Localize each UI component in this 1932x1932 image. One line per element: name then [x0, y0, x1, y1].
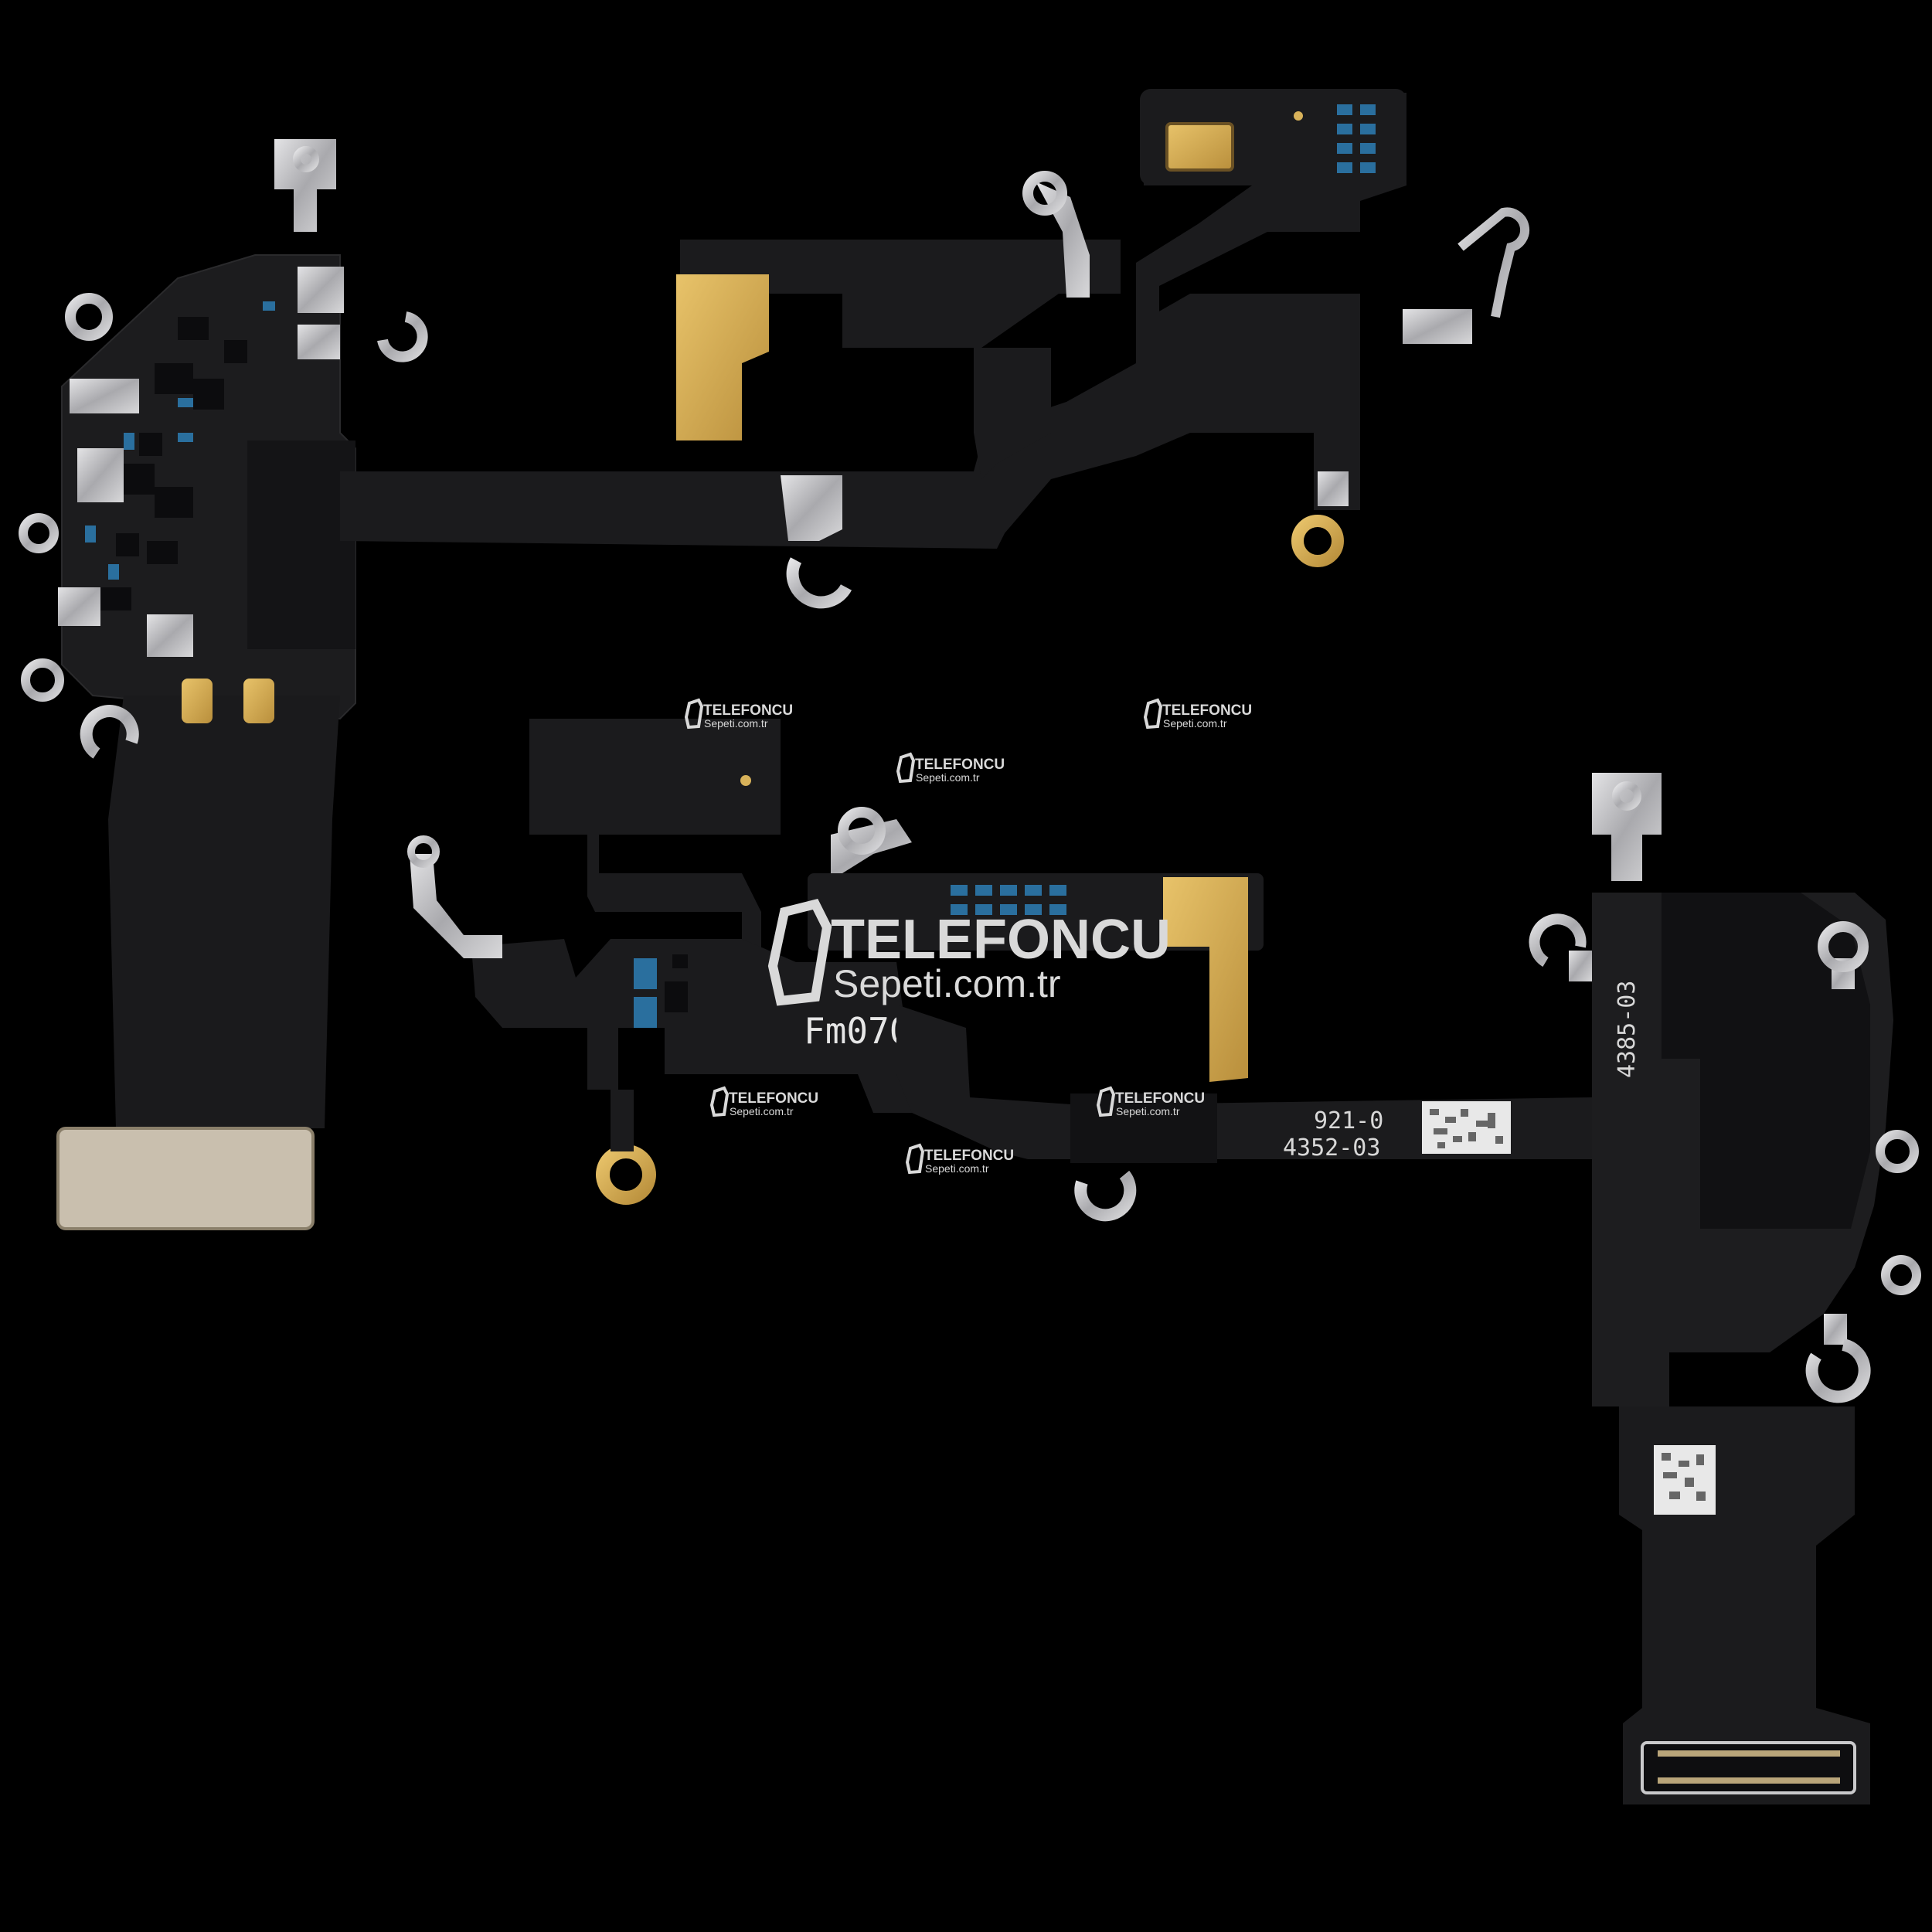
lower-left-arm [471, 939, 966, 1113]
watermark-domain-small: Sepeti.com.tr [916, 771, 980, 784]
watermark-small-icon [905, 1143, 925, 1175]
upper-blue-capacitors [85, 301, 275, 580]
watermark-small-1: TELEFONCU Sepeti.com.tr [684, 698, 793, 730]
watermark-small-icon [684, 698, 704, 730]
lower-flex-cable: Fm0707 921-0 4352-03 4385-03 [407, 719, 1921, 1804]
lower-top-tab [529, 719, 781, 958]
lower-tail-qr-pattern [1662, 1453, 1706, 1501]
watermark-small-icon [896, 752, 916, 784]
watermark-brand-small: TELEFONCU [729, 1090, 818, 1107]
lower-tape-block [1070, 1094, 1217, 1163]
upper-gold-tab [676, 274, 769, 440]
upper-mic-component [1165, 122, 1234, 172]
upper-tape [247, 440, 355, 649]
watermark-domain-small: Sepeti.com.tr [1163, 717, 1227, 730]
watermark-small-icon [1143, 698, 1163, 730]
lower-ring-neck [611, 1090, 634, 1151]
upper-cable-brackets [781, 182, 1472, 541]
upper-tail [108, 696, 340, 1128]
upper-cable-rings [786, 171, 1530, 609]
lower-right-tape [1662, 893, 1870, 1229]
lower-qr-pattern [1430, 1109, 1503, 1148]
watermark-small-5: TELEFONCU Sepeti.com.tr [1096, 1086, 1205, 1117]
watermark-small-icon [1096, 1086, 1116, 1117]
watermark-small-3: TELEFONCU Sepeti.com.tr [896, 752, 1005, 784]
lower-top-tab-dot [740, 775, 751, 786]
lower-gold-tab [1163, 877, 1248, 1082]
upper-gold-pads [182, 679, 274, 723]
upper-mid-link [974, 348, 1051, 479]
watermark-brand-small: TELEFONCU [703, 702, 793, 719]
watermark-domain-small: Sepeti.com.tr [704, 717, 768, 730]
lower-connector-pins [1658, 1750, 1840, 1784]
upper-flex-cable [19, 89, 1530, 1230]
upper-mic-blue-pads [1337, 104, 1376, 173]
lower-blue-components [634, 958, 657, 1028]
watermark-brand-small: TELEFONCU [1115, 1090, 1205, 1107]
lower-print-vertical: 4385-03 [1614, 981, 1641, 1078]
lower-board-connector [1641, 1741, 1856, 1794]
watermark-small-6: TELEFONCU Sepeti.com.tr [905, 1143, 1014, 1175]
lower-blue-pads [951, 885, 1066, 915]
watermark-domain-small: Sepeti.com.tr [1116, 1105, 1180, 1117]
upper-board-brackets [58, 139, 344, 657]
lower-small-chip [672, 954, 688, 968]
watermark-small-4: TELEFONCU Sepeti.com.tr [709, 1086, 818, 1117]
upper-top-segment [680, 240, 1121, 348]
watermark-large: TELEFONCU Sepeti.com.tr [767, 899, 1171, 1006]
watermark-domain-small: Sepeti.com.tr [730, 1105, 794, 1117]
upper-mounting-rings [19, 146, 428, 759]
upper-long-flex [340, 294, 1360, 549]
watermark-domain-small: Sepeti.com.tr [925, 1162, 989, 1175]
watermark-logo-icon [767, 899, 832, 1006]
upper-components [100, 317, 247, 611]
lower-rings [407, 781, 1921, 1403]
watermark-domain-large: Sepeti.com.tr [833, 962, 1061, 1005]
watermark-brand-small: TELEFONCU [924, 1148, 1014, 1164]
lower-chip [665, 981, 688, 1012]
lower-print-part-b: 4352-03 [1283, 1134, 1380, 1162]
watermark-brand-small: TELEFONCU [1162, 702, 1252, 719]
upper-mic-dot [1294, 111, 1303, 121]
watermark-small-2: TELEFONCU Sepeti.com.tr [1143, 698, 1252, 730]
lower-print-part-a: 921-0 [1314, 1107, 1383, 1134]
upper-tail-stiffener [56, 1127, 315, 1230]
watermark-brand-small: TELEFONCU [915, 757, 1005, 773]
watermark-small-icon [709, 1086, 730, 1117]
watermark-brand-large: TELEFONCU [831, 909, 1171, 971]
